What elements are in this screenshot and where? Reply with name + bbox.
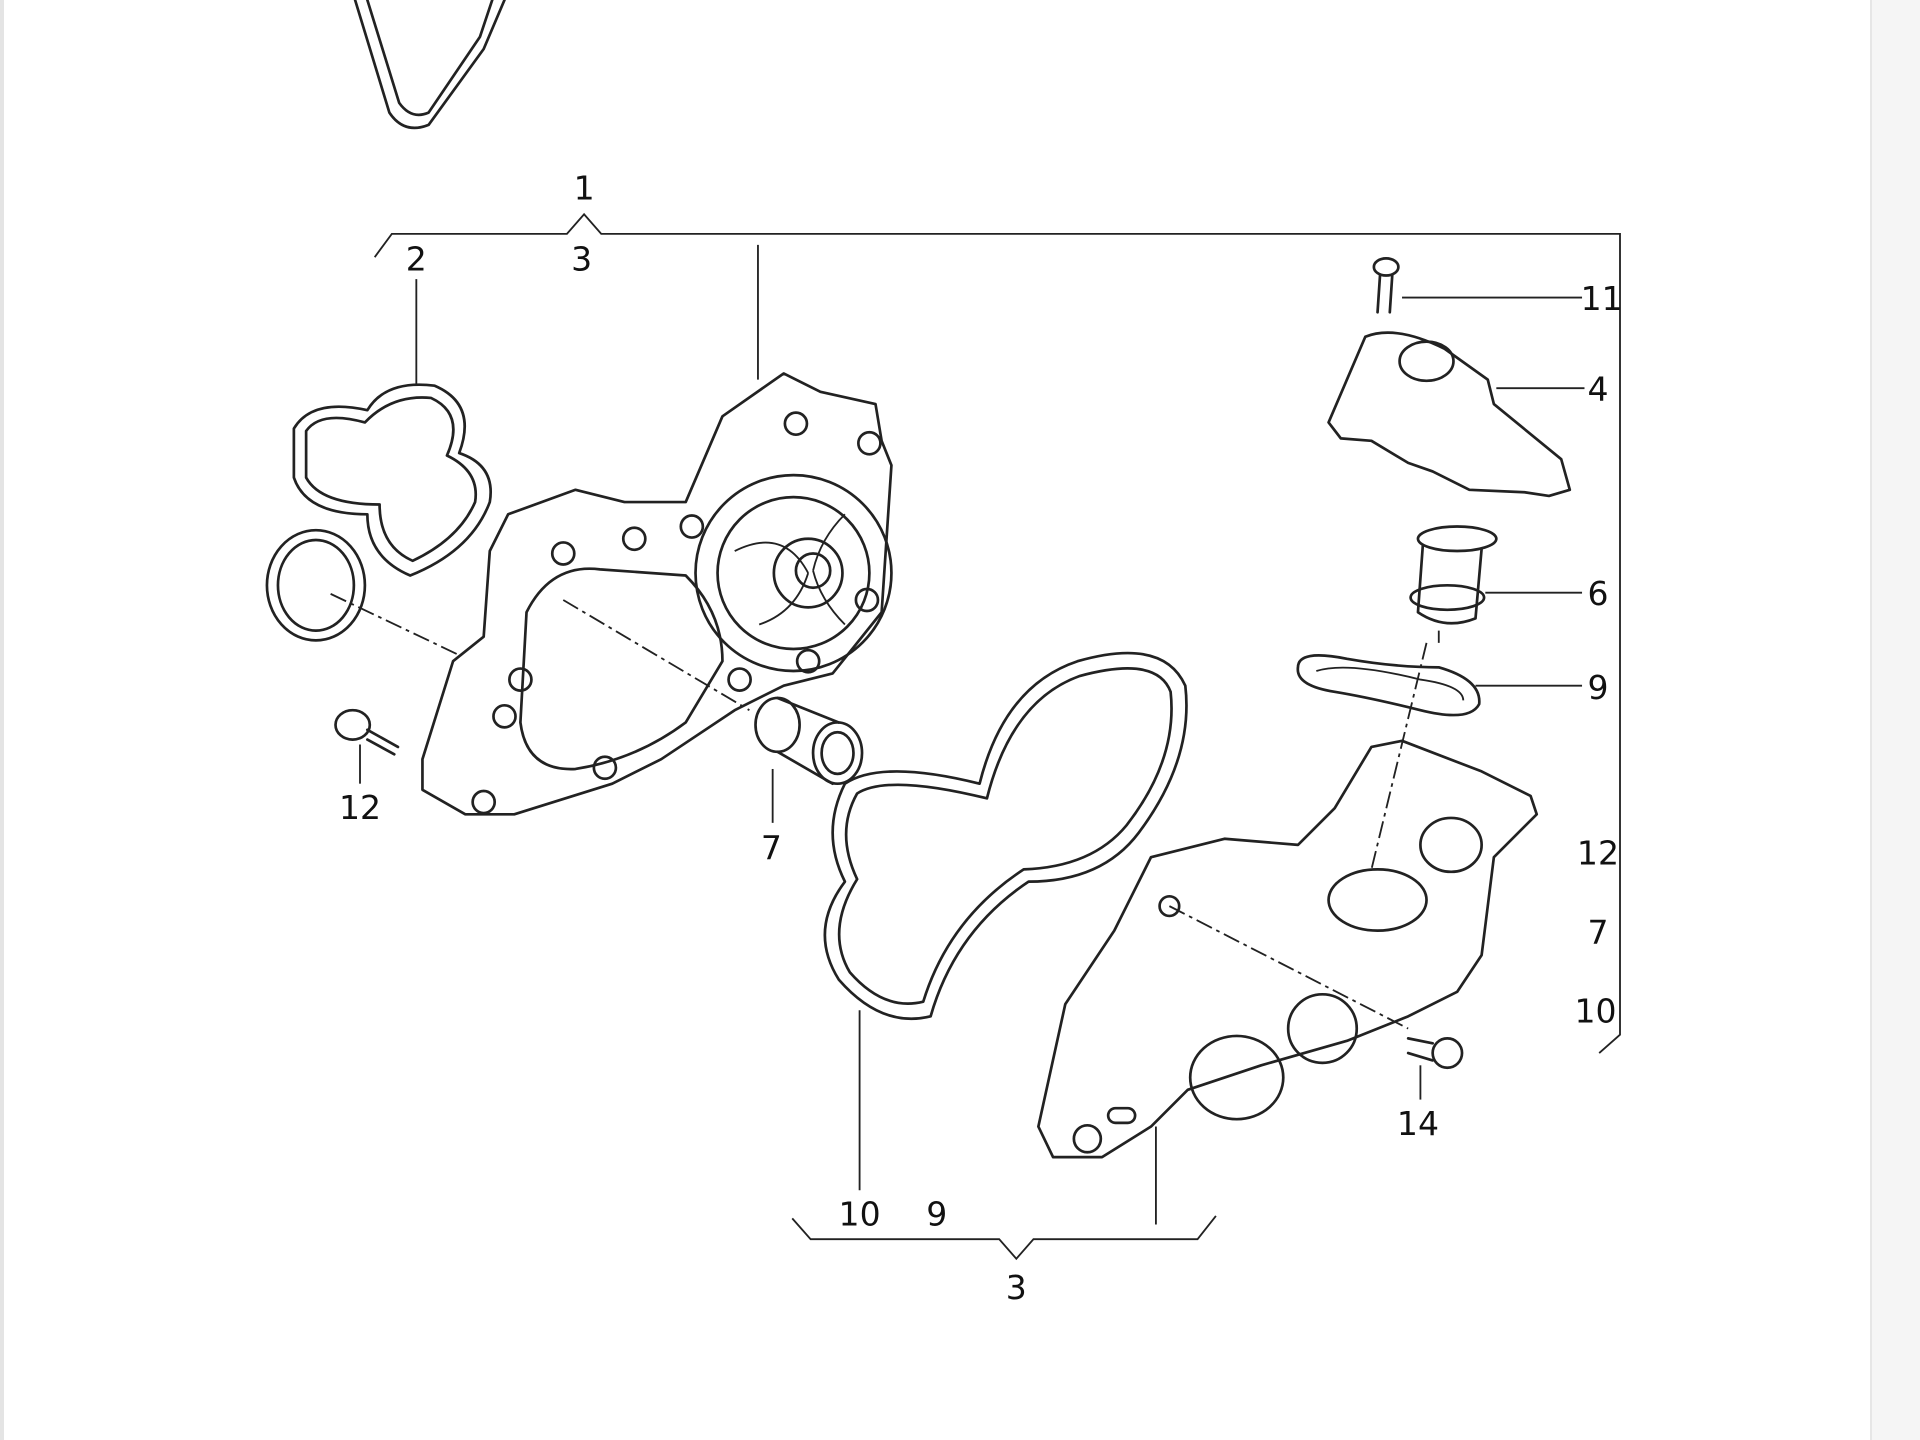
- callout-6: 6: [1587, 574, 1608, 613]
- thermostat-cover-4: [1327, 331, 1585, 498]
- seal-9: [1296, 642, 1583, 870]
- thermostat-housing: [1037, 739, 1539, 1225]
- callout-4: 4: [1587, 369, 1608, 408]
- callout-12-right: 12: [1577, 833, 1619, 872]
- left-edge: [0, 0, 4, 1440]
- callout-3-top: 3: [571, 240, 592, 279]
- group-bracket-top: [373, 212, 1621, 1054]
- callout-9-right: 9: [1587, 668, 1608, 707]
- callout-14: 14: [1397, 1104, 1439, 1143]
- callout-2: 2: [406, 240, 427, 279]
- group-bracket-bottom: [791, 1215, 1217, 1261]
- callout-11: 11: [1581, 279, 1623, 318]
- connector-7: [754, 696, 864, 823]
- callout-12-left: 12: [339, 788, 381, 827]
- callout-1: 1: [574, 169, 595, 208]
- callout-7-left: 7: [761, 829, 782, 868]
- callout-9-bottom: 9: [926, 1195, 947, 1234]
- callout-3-bottom: 3: [1006, 1268, 1027, 1307]
- bolt-12: [334, 708, 400, 784]
- water-pump-housing: [421, 372, 893, 816]
- bolt-14: [1406, 1037, 1464, 1100]
- callout-7-right: 7: [1587, 913, 1608, 952]
- gasket-10: [823, 651, 1188, 1191]
- gasket-2: [265, 383, 492, 656]
- callout-10-right: 10: [1574, 991, 1616, 1030]
- side-scrollbar-panel[interactable]: [1870, 0, 1920, 1440]
- thermostat-6: [1409, 525, 1583, 643]
- screw-11: [1372, 257, 1583, 314]
- callout-10-bottom: 10: [839, 1195, 881, 1234]
- drive-belt: [353, 0, 506, 130]
